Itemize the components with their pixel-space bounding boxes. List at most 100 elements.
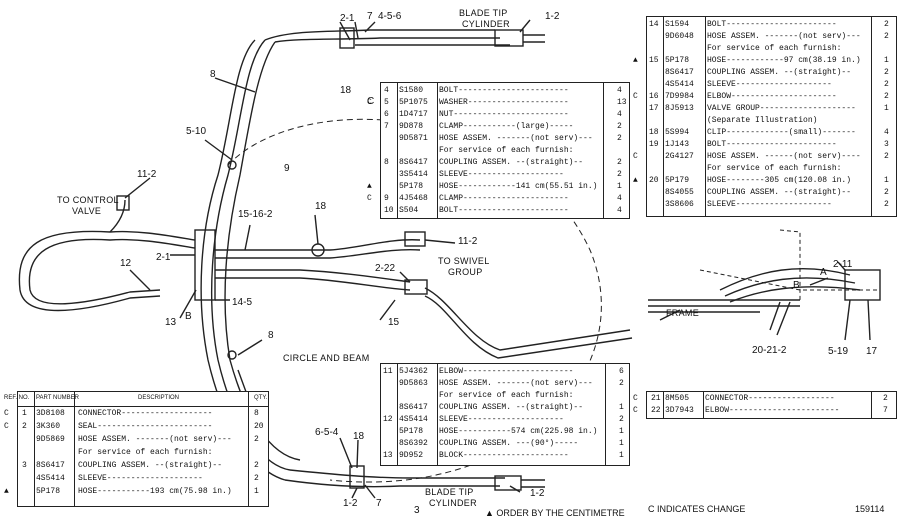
table-row: 4S5414 SLEEVE--------------------2: [647, 79, 896, 89]
table-cell-desc: HOSE-----------574 cm(225.98 in.): [439, 427, 598, 436]
table-cell-no: 7: [384, 122, 389, 131]
table-header-divider: [18, 406, 268, 407]
callout-3: 3: [414, 505, 420, 516]
callout-2-1-top: 2-1: [340, 13, 355, 24]
table-row: For service of each furnish:: [647, 43, 896, 53]
table-cell-desc: BOLT-----------------------: [439, 206, 569, 215]
table-header-ref: REF. NO.: [4, 395, 30, 401]
callout-8-top: 8: [210, 69, 216, 80]
table-row: 8S6392 COUPLING ASSEM. ---(90°)----- 1: [381, 438, 629, 448]
callout-7-bottom: 7: [376, 498, 382, 509]
table-cell-part: 9D5863: [399, 379, 428, 388]
table-header-part: PART NUMBER: [36, 395, 80, 401]
table-cell-qty: 2: [254, 474, 259, 483]
table-cell-part: S1594: [665, 20, 690, 29]
table-cell-mark: C: [633, 92, 638, 101]
table-cell-part: 8S6392: [399, 439, 428, 448]
table-cell-mark: ▲: [633, 56, 638, 65]
table-cell-qty: 1: [619, 439, 624, 448]
table-cell-part: 5P179: [665, 176, 690, 185]
table-cell-qty: 1: [619, 403, 624, 412]
callout-20-21-2: 20-21-2: [752, 345, 787, 356]
table-cell-part: 5P178: [665, 56, 690, 65]
callout-15: 15: [388, 317, 400, 328]
table-cell-desc: COUPLING ASSEM. ---(90°)-----: [439, 439, 579, 448]
callout-b-right: B: [793, 280, 800, 291]
table-cell-desc: COUPLING ASSEM. --(straight)--: [439, 403, 584, 412]
table-cell-desc: HOSE--------305 cm(120.08 in.): [707, 176, 852, 185]
table-cell-qty: 2: [254, 461, 259, 470]
table-cell-qty: 1: [617, 182, 622, 191]
callout-9-top: 9: [284, 163, 290, 174]
callout-1-2-top: 1-2: [545, 11, 560, 22]
table-cell-qty: 1: [619, 451, 624, 460]
table-cell-qty: 2: [884, 80, 889, 89]
table-cell-part: 8J5913: [665, 104, 694, 113]
table-cell-part: 5P1075: [399, 98, 428, 107]
table-cell-part: 5J4362: [399, 367, 428, 376]
table-cell-qty: 1: [884, 104, 889, 113]
table-row: 5P178 HOSE-----------574 cm(225.98 in.)1: [381, 426, 629, 436]
table-row: For service of each furnish:: [381, 390, 629, 400]
table-cell-mark: C: [367, 98, 372, 107]
table-cell-mark: ▲: [4, 487, 9, 496]
table-cell-no: 18: [649, 128, 659, 137]
table-cell-desc: BLOCK----------------------: [439, 451, 569, 460]
callout-1-2-bottom-right: 1-2: [530, 488, 545, 499]
table-row: 3S5414 SLEEVE--------------------2: [381, 169, 629, 179]
label-frame: FRAME: [666, 308, 699, 318]
table-cell-no: 5: [384, 98, 389, 107]
table-cell-no: 11: [383, 367, 393, 376]
table-cell-mark: C: [4, 422, 9, 431]
table-cell-part: 2G4127: [665, 152, 694, 161]
table-cell-qty: 2: [617, 170, 622, 179]
callout-5-10: 5-10: [186, 126, 207, 137]
table-cell-desc: CONNECTOR-------------------: [78, 409, 213, 418]
table-cell-part: 9D6048: [665, 32, 694, 41]
table-cell-desc: HOSE ASSEM. -------(not serv)---: [78, 435, 232, 444]
table-column-divider: [437, 364, 438, 465]
label-cylinder-top: CYLINDER: [462, 19, 510, 29]
table-cell-desc: ELBOW----------------------: [707, 92, 837, 101]
table-column-divider: [397, 83, 398, 218]
table-cell-desc: HOSE------------141 cm(55.51 in.): [439, 182, 598, 191]
table-row: 8S6417 COUPLING ASSEM. --(straight)--2: [647, 67, 896, 77]
table-cell-desc: SEAL------------------------: [78, 422, 213, 431]
table-cell-part: 9D878: [399, 122, 424, 131]
table-cell-qty: 2: [884, 152, 889, 161]
table-cell-part: 4S5414: [36, 474, 65, 483]
callout-18-mid: 18: [315, 201, 327, 212]
table-cell-qty: 2: [617, 122, 622, 131]
table-cell-part: 4S5414: [665, 80, 694, 89]
table-cell-part: 8S6417: [665, 68, 694, 77]
table-cell-desc: SLEEVE--------------------: [78, 474, 203, 483]
table-cell-part: 3S8606: [665, 200, 694, 209]
table-cell-desc: CLIP-------------(small)-------: [707, 128, 856, 137]
table-column-divider: [703, 392, 704, 418]
table-cell-part: 4J5468: [399, 194, 428, 203]
table-cell-qty: 1: [619, 427, 624, 436]
table-row: 3S8606 SLEEVE--------------------2: [647, 199, 896, 209]
table-cell-qty: 4: [617, 194, 622, 203]
table-cell-part: 8S6417: [399, 158, 428, 167]
table-cell-qty: 2: [884, 32, 889, 41]
table-cell-desc: ELBOW-----------------------: [705, 406, 840, 415]
label-circle-and-beam: CIRCLE AND BEAM: [283, 353, 370, 363]
table-cell-part: 3D8108: [36, 409, 65, 418]
table-cell-desc: CONNECTOR------------------: [705, 394, 835, 403]
label-blade-tip-top: BLADE TIP: [459, 8, 508, 18]
table-cell-no: 1: [22, 409, 27, 418]
